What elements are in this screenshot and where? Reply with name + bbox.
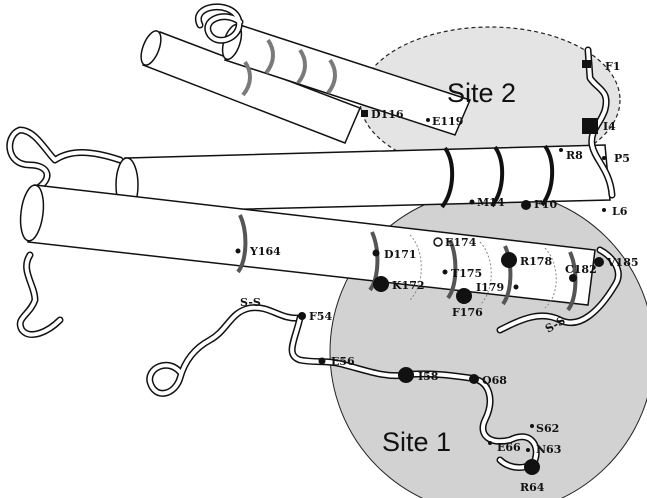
- site-2-label: Site 2: [447, 78, 516, 108]
- label-S62: S62: [536, 422, 559, 435]
- marker-I179: [513, 284, 519, 290]
- label-Q68: Q68: [482, 374, 507, 387]
- label-F10: F10: [534, 198, 557, 211]
- label-Y164: Y164: [249, 245, 281, 258]
- label-E66: E66: [497, 441, 521, 454]
- marker-P5: [602, 156, 606, 160]
- marker-E66: [488, 441, 492, 445]
- label-R178: R178: [520, 255, 552, 268]
- helix-stripes-lower: [236, 214, 578, 312]
- label-P5: P5: [614, 152, 630, 165]
- label-I179: I179: [476, 281, 504, 294]
- label-T175: T175: [451, 267, 482, 280]
- label-N63: N63: [536, 443, 561, 456]
- label-L6: L6: [612, 205, 628, 218]
- label-M14: M14: [477, 196, 505, 209]
- marker-S62: [530, 424, 534, 428]
- helix-stripes-back: [241, 38, 337, 97]
- marker-K172: [373, 276, 389, 292]
- marker-Q68: [469, 374, 479, 384]
- label-F54: F54: [309, 310, 332, 323]
- label-I58: I58: [418, 370, 439, 383]
- marker-Y164: [235, 248, 241, 254]
- marker-D116: [361, 110, 368, 117]
- marker-E119: [426, 118, 430, 122]
- marker-R8: [559, 148, 563, 152]
- top-loop: [194, 3, 244, 44]
- marker-T175: [442, 269, 448, 275]
- label-F1: F1: [605, 60, 620, 73]
- label-D171: D171: [384, 248, 417, 261]
- marker-F10: [521, 200, 531, 210]
- marker-F54: [298, 312, 306, 320]
- marker-L6: [602, 208, 606, 212]
- label-I4: I4: [603, 120, 616, 133]
- residue-markers: [235, 60, 606, 475]
- label-K172: K172: [392, 279, 425, 292]
- site-1-label: Site 1: [382, 427, 451, 457]
- helix-stripes-lower-dashed: [409, 234, 557, 309]
- marker-M14: [469, 199, 475, 205]
- marker-E56: [318, 357, 326, 365]
- label-R8: R8: [566, 149, 583, 162]
- marker-R64: [524, 459, 540, 475]
- marker-V185: [594, 257, 604, 267]
- label-C182: C182: [565, 263, 597, 276]
- label-V185: V185: [606, 256, 639, 269]
- disulfide-left: S-S: [240, 296, 261, 309]
- marker-R178: [501, 252, 517, 268]
- label-F176: F176: [452, 306, 483, 319]
- marker-C182: [569, 274, 577, 282]
- marker-I4: [582, 118, 598, 134]
- marker-N63: [526, 448, 530, 452]
- label-E56: E56: [331, 355, 355, 368]
- marker-F176: [456, 288, 472, 304]
- label-D116: D116: [371, 108, 404, 121]
- label-E174: E174: [445, 236, 477, 249]
- label-R64: R64: [520, 481, 545, 494]
- marker-I58: [398, 367, 414, 383]
- marker-E174: [433, 237, 443, 247]
- marker-F1: [582, 60, 591, 68]
- label-E119: E119: [432, 115, 463, 128]
- marker-D171: [372, 249, 380, 257]
- helix-stripes-middle: [440, 144, 555, 209]
